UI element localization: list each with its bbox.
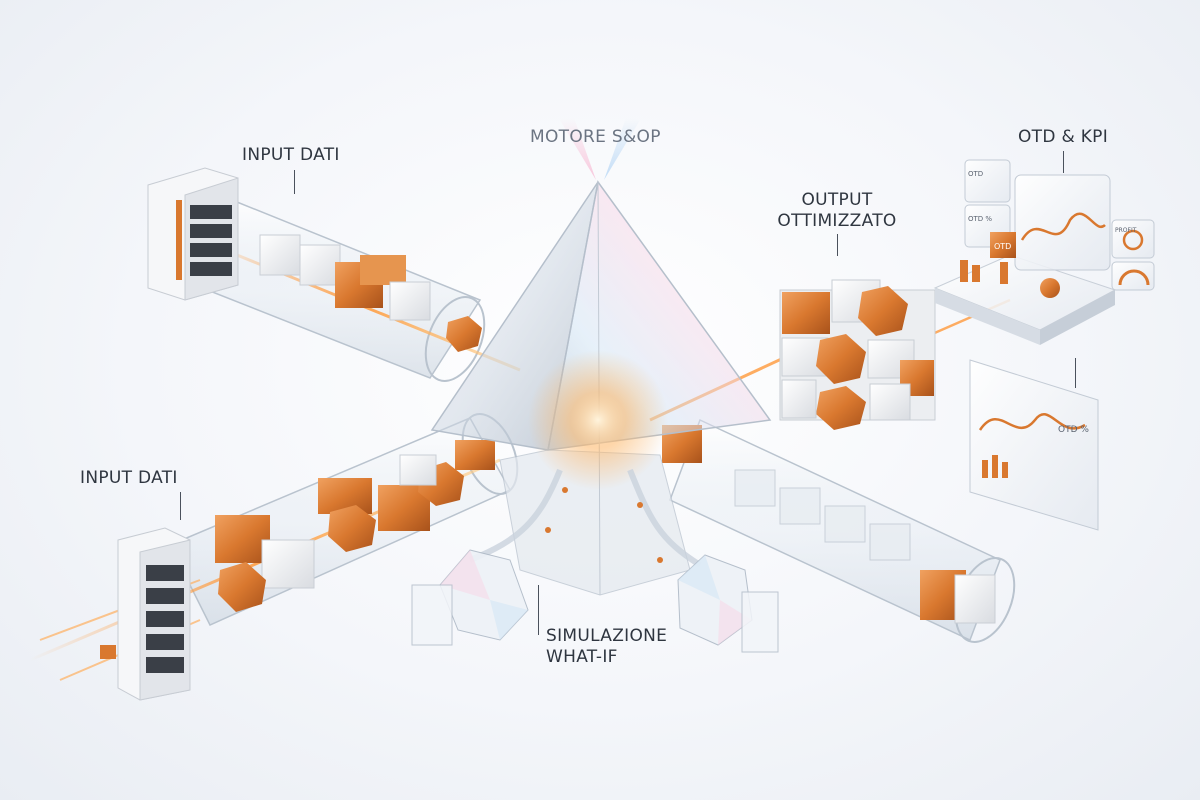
white-block	[399, 454, 437, 486]
dashboard-icon	[933, 159, 1155, 345]
copper-block	[215, 515, 270, 563]
leader-input-bottom	[180, 492, 181, 520]
otd-chart-panel	[969, 359, 1099, 531]
input-tube-bottom	[29, 413, 519, 681]
leader-kpi-lower	[1075, 358, 1076, 388]
label-engine: MOTORE S&OP	[530, 127, 661, 147]
panel-otd-label: OTD	[968, 170, 983, 178]
label-kpi: OTD & KPI	[1018, 127, 1109, 147]
crystal-icon	[411, 549, 529, 646]
glass-block	[734, 469, 776, 507]
prism-light-rays	[560, 118, 640, 180]
label-output: OUTPUT OTTIMIZZATO	[770, 190, 904, 232]
leader-input-top	[294, 170, 295, 194]
label-whatif: SIMULAZIONE WHAT-IF	[546, 626, 667, 668]
input-tube-top	[180, 199, 521, 382]
glass-block	[824, 505, 866, 543]
label-input-bottom: INPUT DATI	[80, 468, 178, 488]
copper-hexagon	[328, 505, 376, 552]
label-output-line1: OUTPUT	[801, 190, 873, 210]
panel-otd-badge: OTD	[994, 242, 1011, 251]
crystal-icon	[677, 554, 779, 653]
leader-whatif	[538, 585, 539, 635]
white-block	[389, 281, 431, 321]
glass-block	[779, 487, 821, 525]
label-output-line2: OTTIMIZZATO	[777, 211, 897, 231]
copper-hexagon	[218, 562, 266, 612]
panel-profit-label: PROFIT	[1115, 227, 1137, 234]
label-whatif-line1: SIMULAZIONE	[546, 626, 668, 646]
white-block	[299, 244, 341, 286]
white-block	[259, 234, 301, 276]
white-block	[954, 574, 996, 624]
leader-output	[837, 234, 838, 256]
copper-hexagon	[446, 316, 482, 352]
pyramid-prism-icon	[430, 180, 772, 596]
leader-kpi	[1063, 151, 1064, 173]
label-input-top: INPUT DATI	[242, 145, 340, 165]
white-block	[261, 539, 315, 589]
copper-block	[455, 440, 495, 470]
glass-block	[869, 523, 911, 561]
optimized-output-cube	[779, 279, 936, 430]
server-icon	[147, 167, 239, 301]
server-icon	[100, 527, 191, 701]
panel-otd-percent-chart-label: OTD %	[1058, 425, 1089, 435]
label-whatif-line2: WHAT-IF	[546, 647, 618, 667]
copper-block	[360, 255, 406, 285]
panel-otd-percent-label: OTD %	[968, 215, 992, 223]
